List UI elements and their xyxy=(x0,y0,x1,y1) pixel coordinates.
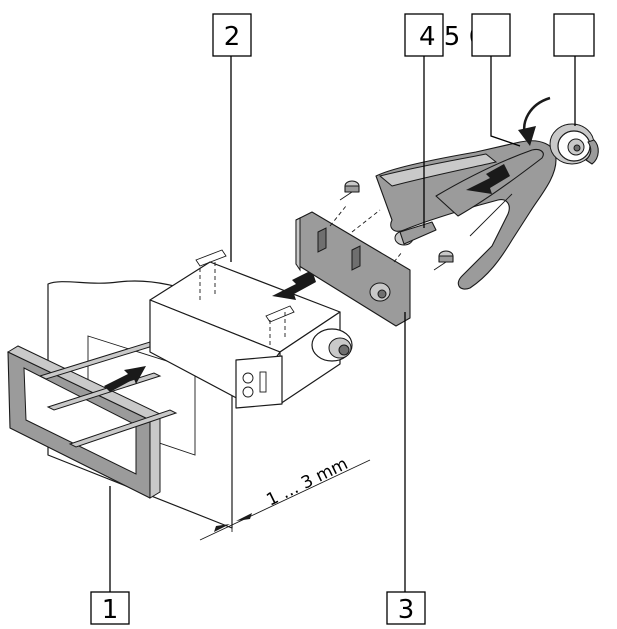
insert-arrow-clamp xyxy=(466,164,510,194)
callout-blank-b xyxy=(553,13,595,57)
insert-arrow-housing xyxy=(272,270,316,300)
svg-text:3: 3 xyxy=(398,595,415,625)
screw-top xyxy=(339,180,360,201)
insert-arrow-frame xyxy=(104,366,146,392)
front-frame xyxy=(6,341,178,499)
callout-3: 3 xyxy=(386,591,426,625)
callout-blank-a xyxy=(471,13,511,57)
svg-text:2: 2 xyxy=(224,22,241,52)
screw-middle xyxy=(394,221,437,246)
screw-bottom xyxy=(433,250,454,271)
dimension-label: 1 … 3 mm xyxy=(263,454,351,511)
callout-2: 2 xyxy=(212,13,252,57)
mounting-plate xyxy=(295,205,411,327)
device-housing xyxy=(149,249,353,409)
svg-text:1: 1 xyxy=(102,595,119,625)
rotation-arrow xyxy=(518,96,551,146)
leader-6 xyxy=(490,56,521,147)
thumb-nut xyxy=(549,123,599,165)
callout-1: 1 xyxy=(90,591,130,625)
